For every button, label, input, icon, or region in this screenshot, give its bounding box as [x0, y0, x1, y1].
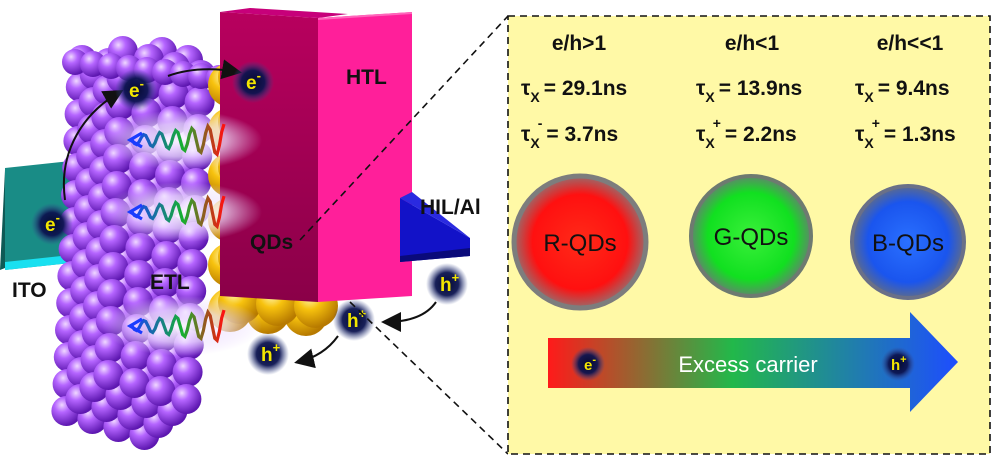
- electron-carrier: e-: [246, 68, 261, 94]
- hole-carrier: h+: [261, 340, 281, 366]
- etl-sphere: [125, 233, 156, 263]
- ratio-red: e/h>1: [552, 32, 607, 55]
- etl-sphere: [145, 376, 176, 406]
- arrow-hole: h+: [891, 354, 907, 374]
- hole-injection-arrow-1: [381, 301, 437, 332]
- etl-sphere: [119, 368, 150, 398]
- zoom-connector-lines: [299, 15, 509, 455]
- hole-carrier-glow: [247, 333, 289, 375]
- quantum-dot-circles: R-QDs G-QDs B-QDs: [511, 173, 966, 311]
- electron-transfer-arrow: [167, 59, 242, 80]
- etl-sphere: [150, 268, 181, 298]
- photon-wave: [130, 122, 226, 158]
- etl-label: ETL: [150, 271, 190, 294]
- qds-label: QDs: [250, 231, 293, 254]
- tau-x-red: τX= 29.1ns: [521, 77, 627, 105]
- column-green: e/h<1 τX= 13.9ns τX+= 2.2ns: [696, 32, 802, 151]
- etl-sphere: [98, 252, 129, 282]
- column-red: e/h>1 τX= 29.1ns τX-= 3.7ns: [521, 32, 627, 151]
- hole-carrier-glow: [426, 263, 468, 305]
- etl-sphere: [151, 241, 182, 271]
- electron-carrier-glow: [115, 69, 157, 111]
- photon-wave: [130, 308, 226, 344]
- photon-wave-arrowhead: [126, 203, 143, 221]
- etl-sphere: [177, 249, 208, 279]
- hole-carrier-glow: [333, 299, 375, 341]
- green-qd-label: G-QDs: [714, 224, 789, 251]
- etl-sphere: [93, 360, 124, 390]
- etl-sphere: [99, 225, 130, 255]
- electron-carrier-glow: [31, 203, 73, 245]
- electron-carrier: e-: [45, 210, 60, 236]
- tau-x-green: τX= 13.9ns: [696, 77, 802, 105]
- excess-carrier-label: Excess carrier: [678, 352, 817, 377]
- photon-wave-arrowhead: [126, 131, 143, 149]
- tau-trion-red: τX-= 3.7ns: [521, 115, 618, 151]
- emission-glow: [102, 296, 262, 356]
- electron-carrier: e-: [129, 76, 144, 102]
- blue-qd-circle: [852, 186, 964, 298]
- etl-sphere: [172, 357, 203, 387]
- etl-sphere: [184, 87, 215, 117]
- etl-sphere: [146, 349, 177, 379]
- photon-emissions: [102, 110, 262, 356]
- tau-trion-blue: τX+= 1.3ns: [855, 115, 956, 151]
- emission-glow: [102, 182, 262, 242]
- ito-label: ITO: [12, 279, 47, 302]
- etl-sphere: [97, 279, 127, 309]
- hole-injection-arrow-2: [294, 335, 339, 369]
- green-qd-circle: [691, 176, 811, 296]
- tau-x-blue: τX= 9.4ns: [855, 77, 950, 105]
- htl-label: HTL: [346, 66, 387, 89]
- hil-al-layer: [400, 192, 470, 262]
- carrier-flow-arrows: [62, 59, 437, 369]
- electron-carrier-glow: [232, 61, 274, 103]
- blue-qd-label: B-QDs: [872, 230, 944, 257]
- tau-trion-green: τX+= 2.2ns: [696, 115, 797, 151]
- photon-wave: [130, 194, 226, 230]
- hil-al-label: HIL/Al: [420, 196, 481, 219]
- carriers: e-e-e-h+h+h+: [31, 61, 468, 375]
- ratio-green: e/h<1: [725, 32, 780, 55]
- column-blue: e/h<<1 τX= 9.4ns τX+= 1.3ns: [855, 32, 956, 151]
- red-qd-label: R-QDs: [543, 230, 616, 257]
- red-qd-circle: [514, 176, 646, 308]
- photon-wave-arrowhead: [126, 317, 143, 335]
- emission-glow: [102, 110, 262, 170]
- etl-sphere: [124, 260, 155, 290]
- electron-injection-arrow: [62, 90, 124, 201]
- hole-carrier: h+: [440, 270, 460, 296]
- excess-carrier-arrow: e- Excess carrier h+: [548, 312, 958, 412]
- ratio-blue: e/h<<1: [877, 32, 944, 55]
- etl-sphere: [171, 384, 202, 414]
- arrow-electron: e-: [584, 354, 596, 374]
